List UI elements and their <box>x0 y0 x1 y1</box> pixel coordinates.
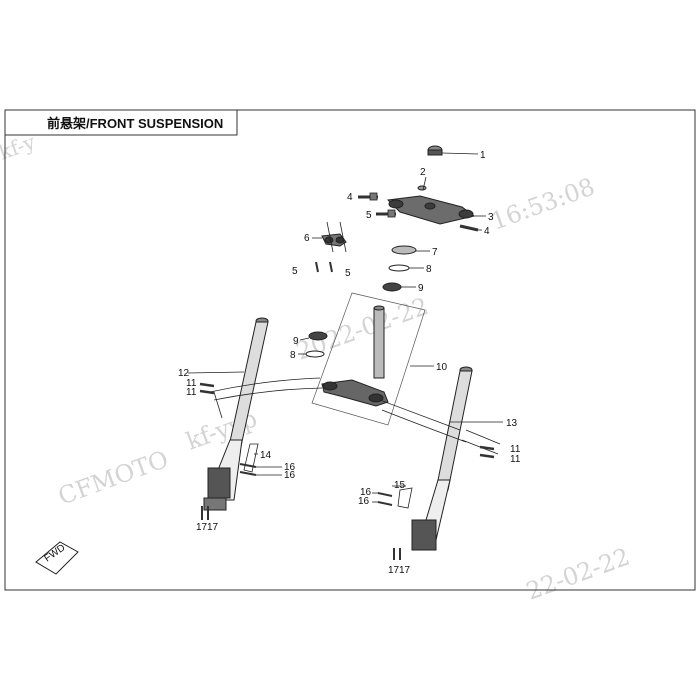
callout-13: 13 <box>506 418 518 429</box>
watermark-layer: CFMOTO kf-yyp 2022-02-22 16:53:08 kf-y 2… <box>0 129 633 605</box>
callout-5a: 5 <box>366 210 372 221</box>
callout-10: 10 <box>436 362 448 373</box>
stem-ring-upper <box>388 264 410 272</box>
watermark-date-bottom: 22-02-22 <box>522 542 633 605</box>
callout-17c: 17 <box>388 565 400 576</box>
callout-17d: 17 <box>399 565 411 576</box>
stem-ring-lower <box>305 350 325 358</box>
handlebar-clamp-bolts <box>315 261 333 273</box>
callout-11c: 11 <box>510 444 521 455</box>
callout-4b: 4 <box>484 226 490 237</box>
callout-2: 2 <box>420 167 426 178</box>
callout-11b: 11 <box>186 387 197 398</box>
callout-9b: 9 <box>293 336 299 347</box>
page-title: 前悬架/FRONT SUSPENSION <box>47 116 223 131</box>
title-box <box>4 109 238 136</box>
callout-17a: 17 <box>196 522 208 533</box>
clamp-bolt-left <box>358 192 378 201</box>
callout-12: 12 <box>178 368 190 379</box>
callout-5b: 5 <box>292 266 298 277</box>
lower-triple-clamp <box>321 379 389 407</box>
callout-5c: 5 <box>345 268 351 279</box>
callout-17b: 17 <box>207 522 219 533</box>
callout-15: 15 <box>394 480 406 491</box>
stem-bearing-upper <box>382 282 402 292</box>
callout-16d: 16 <box>358 496 370 507</box>
right-fork-leg <box>411 366 473 551</box>
callout-7: 7 <box>432 247 438 258</box>
callout-labels: 1 2 3 4 4 5 5 5 6 7 8 8 9 9 10 11 11 11 … <box>178 150 521 576</box>
fork-pinch-bolts-left <box>199 382 215 395</box>
callout-1: 1 <box>480 150 486 161</box>
callout-9a: 9 <box>418 283 424 294</box>
fork-pinch-bolts-right <box>479 445 495 459</box>
callout-16c: 16 <box>360 487 372 498</box>
callout-8a: 8 <box>426 264 432 275</box>
callout-8b: 8 <box>290 350 296 361</box>
callout-3: 3 <box>488 212 494 223</box>
leader-lines <box>187 152 503 503</box>
steering-stem <box>373 305 385 379</box>
callout-16b: 16 <box>284 470 296 481</box>
left-fork-leg <box>203 317 269 511</box>
fwd-arrow: FWD <box>35 541 79 575</box>
callout-11d: 11 <box>510 454 521 465</box>
clamp-bolt-right <box>459 224 479 232</box>
brake-hose-bracket-right <box>397 487 413 509</box>
callout-6: 6 <box>304 233 310 244</box>
handlebar-tube <box>209 377 501 455</box>
stem-bearing-lower <box>308 331 328 341</box>
stem-washer <box>417 185 427 191</box>
diagram-frame <box>4 109 696 591</box>
handlebar-clamp <box>321 221 347 253</box>
brake-hose-bracket-left <box>243 443 259 473</box>
upper-triple-clamp <box>386 195 476 225</box>
callout-16a: 16 <box>284 462 296 473</box>
bracket-bolts <box>201 463 401 560</box>
stem-group-box <box>311 292 426 426</box>
callout-14: 14 <box>260 450 272 461</box>
stem-nut-cap <box>427 145 443 156</box>
callout-4a: 4 <box>347 192 353 203</box>
stem-spacer <box>391 245 417 255</box>
watermark-time: 16:53:08 <box>487 172 598 235</box>
clamp-bolt-front <box>376 209 396 218</box>
watermark-brand: CFMOTO <box>54 445 172 511</box>
callout-11a: 11 <box>186 378 197 389</box>
